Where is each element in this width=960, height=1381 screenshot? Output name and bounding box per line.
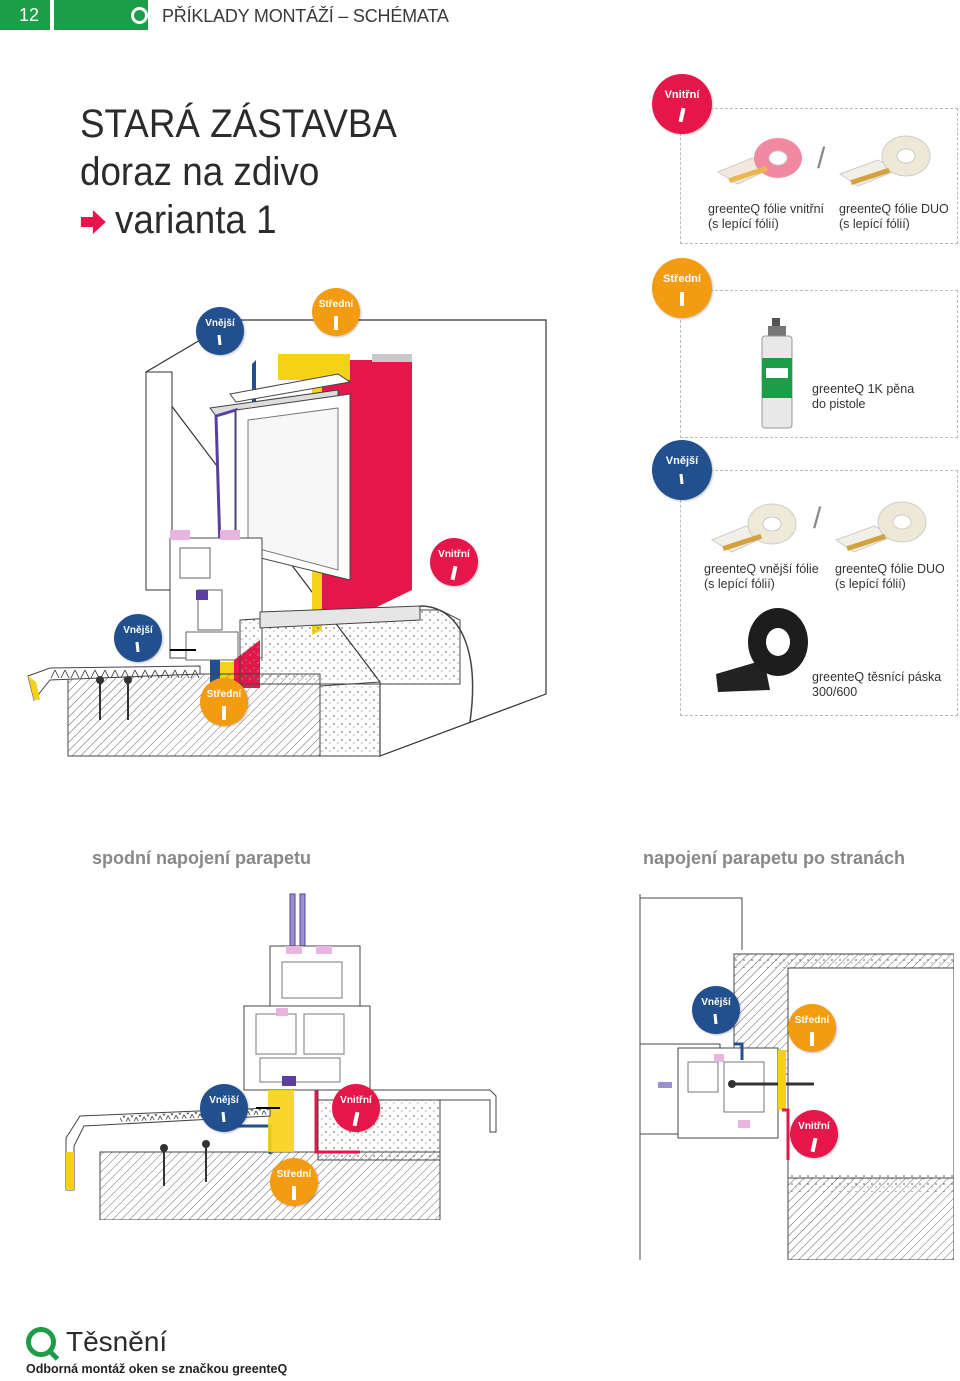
product-inner-foil-text: greenteQ fólie vnitřní (s lepící fólií) [708,202,825,231]
side-badge-inner-label: Vnitřní [798,1121,830,1132]
foam-can-image [761,318,793,429]
inner-foil-roll-image [716,138,802,185]
diagram-badge-middle-top: Střední [312,288,360,336]
diagram-badge-middle-bottom: Střední [200,678,248,726]
product-separator-2: / [813,502,822,535]
product-box-middle [680,290,958,438]
badge-inner: Vnitřní [652,74,712,134]
title-line-3-row: varianta 1 [80,196,397,244]
product-outer-foil-text: greenteQ vnější fólie (s lepící fólií) [704,562,819,591]
outer-foil-roll-image [710,503,797,553]
side-badge-inner: Vnitřní [790,1110,838,1158]
diagram-badge-middle-top-label: Střední [318,299,354,310]
diagram-badge-outer-top: Vnější [196,307,244,355]
main-installation-diagram [27,319,547,757]
title-line-3: varianta 1 [114,198,277,242]
sill-badge-middle: Střední [270,1158,318,1206]
title-line-1: STARÁ ZÁSTAVBA [80,102,397,146]
product-tape-text: greenteQ těsnící páska 300/600 [812,670,942,699]
duo-foil-roll-image-2 [834,501,927,553]
page-title: STARÁ ZÁSTAVBA doraz na zdivo varianta 1 [80,100,397,244]
diagram-badge-outer-bottom: Vnější [114,614,162,662]
product-duo-foil-text-1: greenteQ fólie DUO (s lepící fólií) [839,202,949,231]
side-badge-middle-label: Střední [794,1015,830,1026]
footer-tagline: Odborná montáž oken se značkou greenteQ [26,1362,288,1376]
diagram-badge-middle-bottom-label: Střední [206,689,242,700]
diagram-badge-inner: Vnitřní [430,538,478,586]
diagram-badge-inner-label: Vnitřní [438,549,470,560]
sealing-tape-roll-image [716,608,808,692]
badge-middle-label: Střední [663,273,701,285]
duo-foil-roll-image-1 [838,135,931,187]
page-header: 12 PŘÍKLADY MONTÁŽÍ – SCHÉMATA [0,0,960,34]
sill-badge-middle-label: Střední [276,1169,312,1180]
badge-middle: Střední [652,258,712,318]
subtitle-side-connection: napojení parapetu po stranách [643,848,906,868]
title-line-2: doraz na zdivo [80,150,320,194]
page-number: 12 [0,0,58,30]
subtitle-bottom-connection: spodní napojení parapetu [92,848,312,868]
badge-outer: Vnější [652,440,712,500]
product-duo-foil-text-2: greenteQ fólie DUO (s lepící fólií) [835,562,945,591]
diagram-badge-outer-bottom-label: Vnější [123,625,153,636]
sill-badge-outer: Vnější [200,1084,248,1132]
side-badge-outer: Vnější [692,986,740,1034]
sill-badge-inner: Vnitřní [332,1084,380,1132]
side-badge-middle: Střední [788,1004,836,1052]
footer-brand: Těsnění [66,1326,168,1357]
badge-inner-label: Vnitřní [664,89,700,101]
product-box-inner [680,108,958,244]
greenteq-logo-icon [131,7,148,24]
greenteq-footer-logo-icon [26,1327,56,1357]
badge-outer-label: Vnější [665,455,699,467]
section-title: PŘÍKLADY MONTÁŽÍ – SCHÉMATA [162,6,449,26]
product-separator-1: / [817,142,826,175]
product-box-outer [680,470,958,716]
sill-badge-inner-label: Vnitřní [340,1095,372,1106]
arrow-right-icon [80,210,106,234]
side-badge-outer-label: Vnější [701,997,731,1008]
header-divider [50,0,54,30]
sill-side-section-diagram [639,894,954,1260]
diagram-badge-outer-top-label: Vnější [205,318,235,329]
product-foam-text: greenteQ 1K pěna do pistole [812,382,915,411]
sill-badge-outer-label: Vnější [209,1095,239,1106]
